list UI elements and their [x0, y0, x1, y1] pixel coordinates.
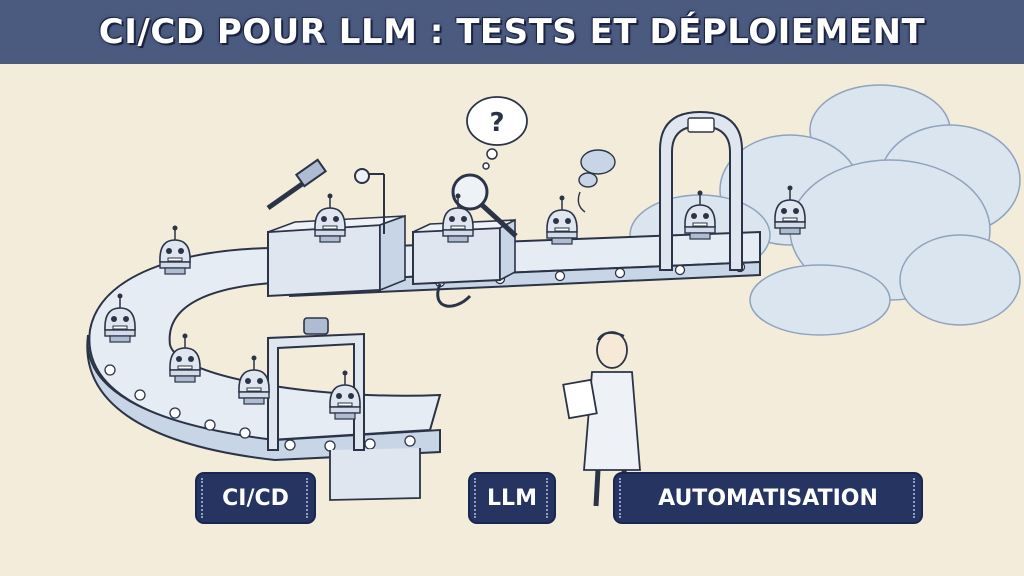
- scanner-gate: [267, 317, 365, 451]
- title-banner: CI/CD POUR LLM : TESTS ET DÉPLOIEMENT: [0, 0, 1024, 64]
- magnifier-icon: [451, 173, 518, 238]
- scientist-figure: [562, 331, 641, 507]
- hammer-icon: [266, 158, 328, 211]
- assembly-line-illustration: ?: [86, 84, 1021, 507]
- deployment-arch: [659, 110, 743, 271]
- page-title: CI/CD POUR LLM : TESTS ET DÉPLOIEMENT: [98, 12, 926, 52]
- tag-automatisation-label: AUTOMATISATION: [658, 485, 878, 511]
- tag-cicd-label: CI/CD: [222, 485, 289, 511]
- tag-automatisation: AUTOMATISATION: [615, 474, 921, 522]
- question-mark: ?: [489, 108, 504, 138]
- smoke-puff: [577, 149, 616, 213]
- thought-bubble: ?: [466, 96, 528, 170]
- wrench-icon: [354, 168, 385, 234]
- tag-cicd: CI/CD: [197, 474, 314, 522]
- tag-llm: LLM: [470, 474, 554, 522]
- tag-llm-label: LLM: [487, 485, 537, 511]
- conveyor-belt: [86, 230, 761, 501]
